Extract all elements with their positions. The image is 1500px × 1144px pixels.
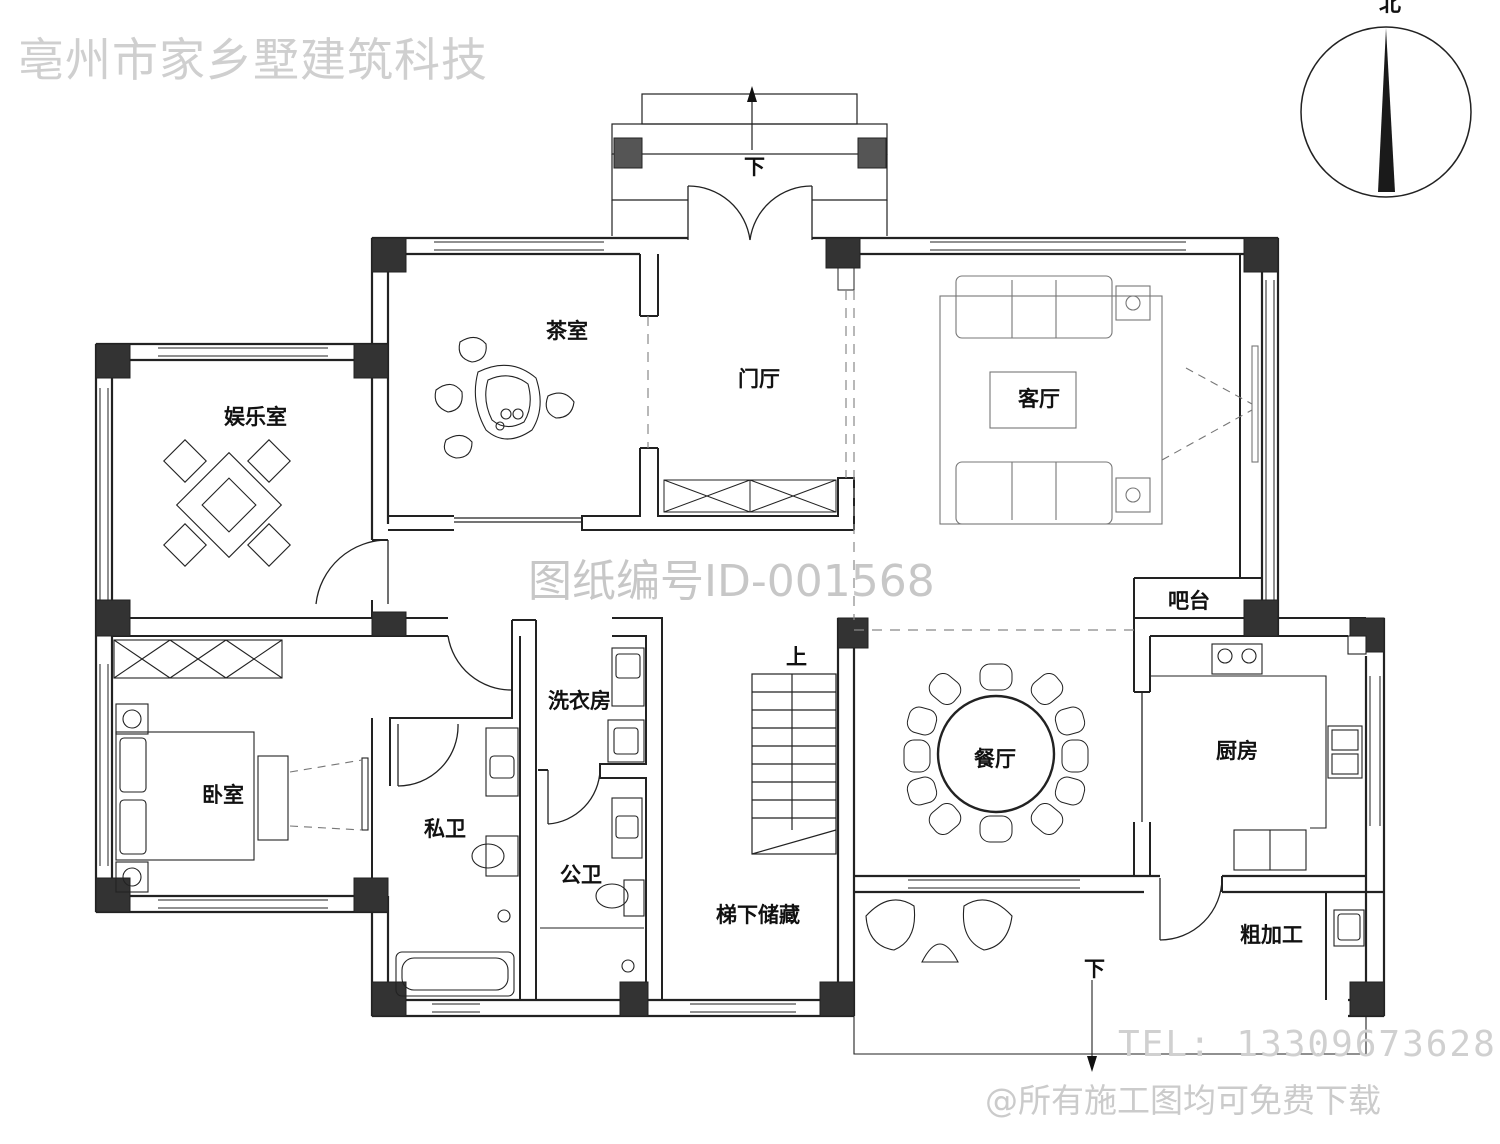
staircase[interactable]: [751, 673, 837, 855]
north-arrow-icon: [1300, 26, 1472, 198]
label-living-room: 客厅: [1018, 387, 1060, 411]
doors: [315, 517, 1223, 941]
kitchen-fixtures: [1150, 635, 1367, 947]
label-stair-down-back: 下: [1084, 957, 1105, 981]
free-download-watermark: @所有施工图均可免费下载: [985, 1081, 1381, 1120]
windows: [99, 241, 1381, 1013]
mahjong-table: [163, 439, 291, 567]
arrow-down-icon: [1087, 1056, 1097, 1072]
label-bar: 吧台: [1168, 589, 1210, 613]
label-stair-down-front: 下: [744, 155, 765, 179]
label-rough-processing: 粗加工: [1240, 923, 1303, 947]
label-private-bath: 私卫: [424, 817, 466, 841]
label-entertainment-room: 娱乐室: [224, 405, 287, 429]
telephone-watermark: TEL: 13309673628: [1118, 1024, 1497, 1065]
bedroom-furniture: [113, 639, 369, 893]
room-labels: 茶室 门厅 客厅 娱乐室 吧台 卧室 洗衣房 私卫 公卫 梯下储藏 餐厅 厨房 …: [202, 155, 1303, 981]
entrance-door: [687, 185, 813, 241]
exterior-walls: [94, 236, 1386, 1018]
label-kitchen: 厨房: [1216, 739, 1258, 763]
label-dining-room: 餐厅: [974, 747, 1016, 771]
interior-walls: [112, 254, 1366, 1000]
dashed-boundaries: [647, 290, 1134, 631]
drawing-number-watermark: 图纸编号ID-001568: [528, 556, 935, 607]
label-tea-room: 茶室: [546, 319, 588, 343]
back-terrace: [853, 899, 1367, 1064]
arrow-up-icon: [747, 86, 757, 102]
columns: [95, 137, 1385, 1017]
label-entrance-hall: 门厅: [738, 367, 780, 391]
dining-table: [903, 663, 1089, 843]
tea-table: [434, 336, 575, 459]
label-laundry: 洗衣房: [548, 689, 611, 713]
label-bedroom: 卧室: [202, 783, 244, 807]
shoe-cabinet: [663, 479, 837, 513]
living-room-furniture: [939, 275, 1259, 525]
bathroom-fixtures: [395, 647, 645, 997]
company-watermark: 亳州市家乡墅建筑科技: [18, 33, 488, 87]
label-under-stair-storage: 梯下储藏: [716, 903, 800, 927]
label-stair-up: 上: [786, 645, 807, 669]
north-label: 北: [1379, 0, 1402, 17]
label-public-bath: 公卫: [560, 863, 602, 887]
